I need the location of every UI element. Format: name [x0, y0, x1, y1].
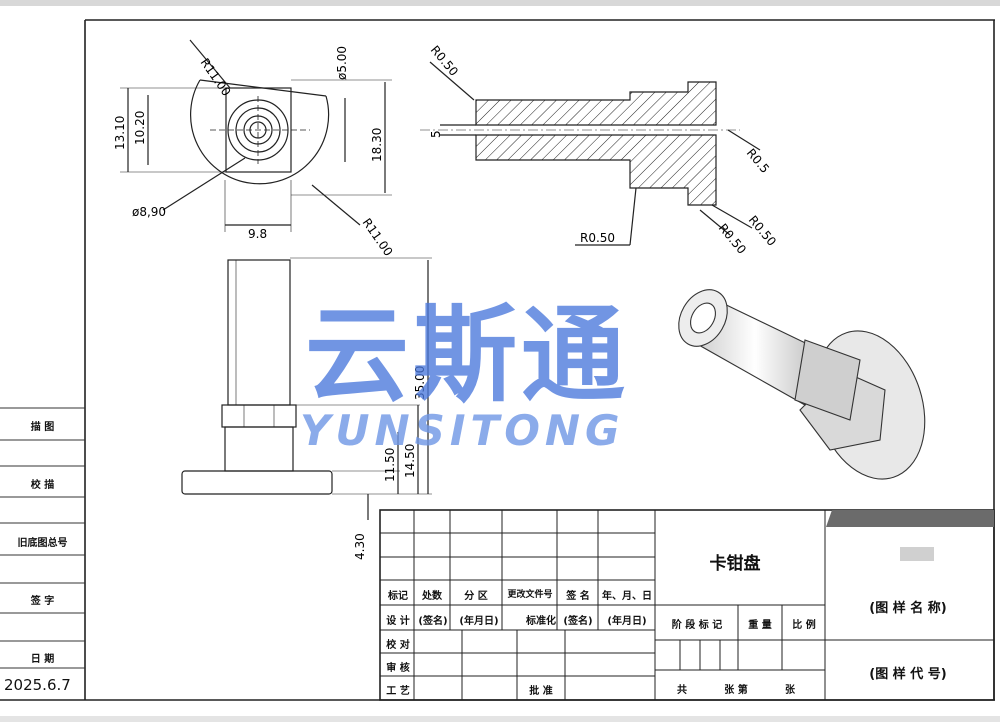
drawing-code: (图 样 代 号)	[869, 667, 947, 682]
header-date: 年、月、日	[602, 591, 652, 602]
dim-13-10: 13.10	[113, 116, 127, 150]
blurred-logo-placeholder	[900, 547, 934, 561]
dim-14-50: 14.50	[403, 444, 417, 478]
front-view	[181, 257, 432, 520]
row-std-sign: (签名)	[563, 616, 593, 627]
row-std-date: (年月日)	[607, 616, 647, 627]
row-design-sign: (签名)	[418, 616, 448, 627]
part-name: 卡钳盘	[709, 554, 761, 574]
dim-35: 35.00	[413, 366, 427, 400]
header-zone: 分 区	[464, 591, 488, 602]
sheets-end: 张	[785, 685, 795, 696]
dim-9-8: 9.8	[248, 227, 267, 241]
dim-18-30: 18.30	[370, 128, 384, 162]
window-top-bar	[0, 0, 1000, 6]
dim-r11-top: R11.00	[198, 56, 234, 99]
row-design-label: 设 计	[386, 616, 410, 627]
dim-4-30: 4.30	[353, 533, 367, 560]
label-date: 日 期	[30, 654, 55, 665]
dim-r0-50-b: R0.50	[580, 231, 615, 245]
label-old-drawing-no: 旧底图总号	[17, 538, 68, 549]
date-value: 2025.6.7	[4, 676, 71, 694]
title-block-band	[826, 510, 994, 527]
dim-r0-5: R0.5	[744, 146, 772, 176]
header-sign: 签 名	[566, 591, 590, 602]
label-jiaomiao: 校 描	[30, 480, 55, 491]
dim-5: 5	[429, 130, 443, 138]
row-design-date: (年月日)	[459, 616, 499, 627]
dim-10-20: 10.20	[133, 111, 147, 145]
dim-r0-50-c: R0.50	[716, 221, 749, 257]
top-view	[120, 39, 392, 232]
dim-dia8-90: ø8,90	[132, 205, 166, 219]
row-process: 工 艺	[386, 686, 410, 697]
watermark-english: YUNSITONG	[300, 406, 625, 455]
label-miaotu: 描 图	[30, 422, 55, 433]
header-count: 处数	[422, 591, 442, 602]
dim-r11-bottom: R11.00	[360, 216, 396, 259]
sheets-number: 张 第	[724, 685, 748, 696]
header-mark: 标记	[388, 591, 408, 602]
watermark-chinese: 云斯通	[305, 294, 630, 416]
ratio: 比 例	[792, 620, 816, 631]
weight: 重 量	[748, 620, 772, 631]
dim-11-50: 11.50	[383, 448, 397, 482]
row-approve: 批 准	[529, 686, 553, 697]
stage-mark: 阶 段 标 记	[671, 620, 723, 631]
drawing-name: (图 样 名 称)	[869, 601, 947, 616]
dim-dia5: ø5.00	[335, 46, 349, 80]
header-change-doc: 更改文件号	[507, 590, 553, 600]
row-check: 校 对	[386, 640, 410, 651]
title-block-lines	[379, 509, 995, 701]
dim-r0-50-a: R0.50	[428, 43, 461, 79]
row-review: 审 核	[386, 663, 410, 674]
dim-r0-50-d: R0.50	[746, 213, 779, 249]
isometric-render	[678, 289, 926, 480]
window-bottom-bar	[0, 716, 1000, 722]
sheets-total: 共	[677, 685, 687, 696]
label-signature: 签 字	[30, 596, 55, 607]
left-strip-lines	[0, 407, 85, 669]
row-standardization: 标准化	[526, 616, 556, 627]
section-view	[420, 61, 761, 246]
